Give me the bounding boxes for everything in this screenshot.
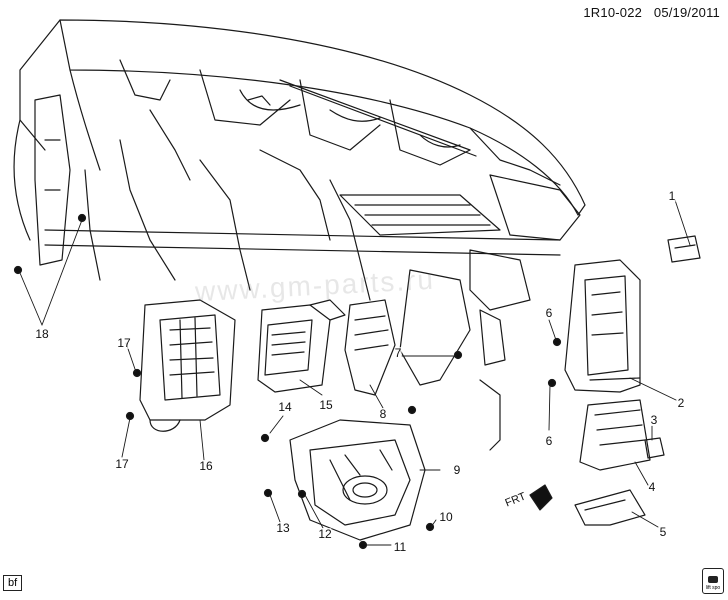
callout-15: 15 xyxy=(319,398,333,412)
part-2-bracket xyxy=(564,259,641,393)
footer-tag: bf xyxy=(3,575,23,591)
lift-badge: lift spo xyxy=(702,568,724,594)
callout-5: 5 xyxy=(659,525,667,539)
part-4-module xyxy=(579,399,651,471)
badge-label: lift spo xyxy=(705,585,721,591)
callout-6-lower: 6 xyxy=(545,434,553,448)
part-9-housing xyxy=(289,419,426,541)
part-8-connector xyxy=(344,299,396,396)
callout-1: 1 xyxy=(668,189,676,203)
callout-16: 16 xyxy=(199,459,213,473)
diagram-code: 1R10-022 xyxy=(583,5,643,20)
callout-8: 8 xyxy=(379,407,387,421)
leader-lines xyxy=(19,199,691,546)
callout-6-upper: 6 xyxy=(545,306,553,320)
callout-9: 9 xyxy=(453,463,461,477)
part-5-bracket xyxy=(574,489,646,526)
callout-3: 3 xyxy=(650,413,658,427)
instrument-panel-carrier xyxy=(13,19,586,451)
callout-2: 2 xyxy=(677,396,685,410)
part-15-module xyxy=(257,299,346,393)
fasteners xyxy=(13,213,562,550)
part-3-connector xyxy=(644,437,665,459)
diagram-header: 1R10-022 05/19/2011 xyxy=(583,5,720,20)
diagram-date: 05/19/2011 xyxy=(653,5,720,20)
callout-10: 10 xyxy=(439,510,453,524)
callout-7: 7 xyxy=(394,346,402,360)
part-16-bracket xyxy=(139,299,236,432)
callout-4: 4 xyxy=(648,480,656,494)
callout-17-upper: 17 xyxy=(117,336,131,350)
vehicle-icon xyxy=(708,576,718,583)
callout-18: 18 xyxy=(35,327,49,341)
callout-14: 14 xyxy=(278,400,292,414)
callout-17-lower: 17 xyxy=(115,457,129,471)
front-direction-arrow xyxy=(529,484,553,511)
callout-13: 13 xyxy=(276,521,290,535)
part-1-clip xyxy=(667,235,701,263)
callout-12: 12 xyxy=(318,527,332,541)
callout-11: 11 xyxy=(393,540,407,554)
